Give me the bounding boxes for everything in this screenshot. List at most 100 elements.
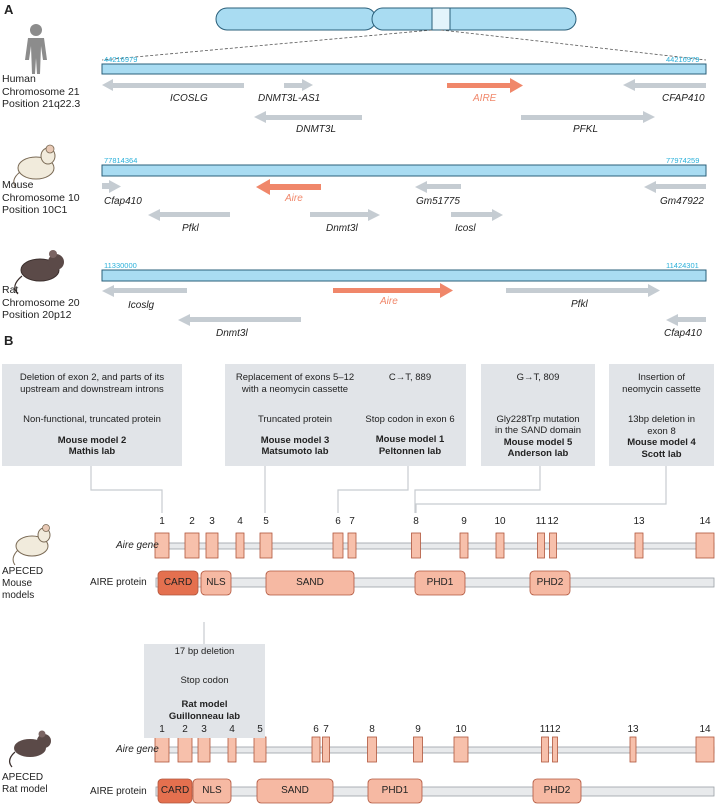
mouse-section-label: APECED Mouse models [2, 566, 43, 602]
mouse-icon-b [12, 524, 51, 566]
gene-label-aire-mouse: Aire [285, 193, 303, 204]
rat-section-line-2: Rat model [2, 784, 48, 795]
chromosome-ideogram [215, 7, 577, 31]
model-3-result: Truncated protein [257, 414, 333, 425]
rat-section-label: APECED Rat model [2, 772, 48, 796]
gene-arrow-pfkl-rat [506, 284, 660, 297]
human-coord-start: 44216979 [104, 55, 138, 64]
gene-arrow-icosl [451, 209, 503, 221]
gene-arrow-aire-human [447, 78, 523, 93]
rat-exon-number-2: 2 [182, 724, 188, 735]
rat-domain-label-sand: SAND [281, 785, 309, 796]
gene-label-pfkl-mouse: Pfkl [182, 223, 199, 234]
panel-b-letter: B [4, 333, 14, 348]
rat-exon-13 [629, 736, 637, 763]
mouse-domain-label-phd1: PHD1 [426, 577, 454, 588]
cfap410-m [102, 180, 121, 193]
rat-exon-number-12: 12 [549, 724, 561, 735]
model-box-mouse-3: Replacement of exons 5–12 with a neomyci… [225, 364, 365, 466]
human-species-label: Human Chromosome 21 Position 21q22.3 [2, 73, 80, 111]
rat-domain-label-nls: NLS [202, 785, 222, 796]
mouse-gene-label: Aire gene [116, 540, 159, 551]
rat-domain-label-card: CARD [160, 785, 190, 796]
rat-species-label: Rat Chromosome 20 Position 20p12 [2, 284, 80, 322]
mouse-domain-label-card: CARD [163, 577, 193, 588]
rat-exon-3 [197, 736, 211, 763]
rat-exon-number-8: 8 [369, 724, 375, 735]
mouse-exon-number-1: 1 [159, 516, 165, 527]
gene-arrow-gm51775 [415, 181, 461, 193]
model-2-line-2: upstream and downstream introns [20, 383, 164, 395]
mouse-exon-number-12: 12 [547, 516, 559, 527]
mouse-section-line-2: Mouse [2, 578, 33, 589]
gene-label-pfkl-rat: Pfkl [571, 299, 588, 310]
rat-exon-number-6: 6 [313, 724, 319, 735]
model-4-lab: Scott lab [641, 448, 682, 460]
gene-label-cfap410-rat: Cfap410 [664, 328, 702, 339]
rat-exon-5 [253, 736, 267, 763]
model-2-lab: Mathis lab [68, 446, 116, 457]
mouse-exon-number-4: 4 [237, 516, 243, 527]
mouse-exon-13 [634, 532, 644, 559]
rat-section-line-1: APECED [2, 772, 44, 783]
rat-exon-number-11: 11 [539, 724, 551, 735]
mouse-domain-phd1 [414, 570, 466, 596]
mouse-chromosome-bar [101, 164, 707, 177]
model-2-line-1: Deletion of exon 2, and parts of its [19, 372, 165, 383]
rat-model-lab: Guillonneau lab [168, 710, 241, 722]
mouse-domain-nls [200, 570, 232, 596]
rat-exon-number-3: 3 [201, 724, 207, 735]
mouse-icon [13, 144, 56, 189]
mouse-section-line-1: APECED [2, 566, 44, 577]
rat-exon-4 [227, 736, 237, 763]
gene-label-cfap410-mouse: Cfap410 [104, 196, 142, 207]
rat-domain-label-phd2: PHD2 [543, 785, 571, 796]
mouse-exon-3 [205, 532, 219, 559]
rat-exon-number-13: 13 [627, 724, 639, 735]
human-chromosome-bar [101, 63, 707, 75]
rat-exon-10 [453, 736, 469, 763]
human-coord-end: 44216979 [666, 55, 700, 64]
rat-protein-track [155, 778, 715, 804]
rat-model-name: Rat model [181, 699, 228, 710]
gene-label-pfkl-human: PFKL [573, 124, 599, 135]
mouse-exon-number-8: 8 [413, 516, 419, 527]
mouse-exon-14 [695, 532, 715, 559]
mouse-exon-8 [411, 532, 421, 559]
rat-exon-9 [413, 736, 423, 763]
mouse-protein-track [155, 570, 715, 596]
mouse-domain-sand [265, 570, 355, 596]
gene-label-gm47922: Gm47922 [660, 196, 704, 207]
rat-exon-11 [541, 736, 549, 763]
rat-model-line: 17 bp deletion [174, 646, 235, 657]
model-1-lab: Peltonnen lab [378, 445, 442, 457]
model-2-result: Non-functional, truncated protein [23, 414, 161, 425]
gene-arrow-aire-mouse [256, 179, 321, 195]
gene-label-cfap410-human: CFAP410 [662, 93, 705, 104]
mouse-domain-card [157, 570, 199, 596]
model-3-lab: Matsumoto lab [261, 446, 329, 457]
gene-arrow-dnmt3l-rat [178, 314, 301, 326]
human-chromosome: Chromosome 21 [2, 85, 80, 98]
rat-gene-label: Aire gene [116, 744, 159, 755]
human-icon [25, 24, 47, 74]
model-box-rat: 17 bp deletion Stop codon Rat model Guil… [144, 644, 265, 738]
rat-exon-12 [552, 736, 558, 763]
gene-arrow-icoslg [102, 79, 244, 91]
rat-chromosome: Chromosome 20 [2, 296, 80, 309]
mouse-exon-number-11: 11 [535, 516, 547, 527]
gene-label-aire-rat: Aire [380, 296, 398, 307]
model-5-result-2: in the SAND domain [494, 425, 582, 436]
mouse-position: Position 10C1 [2, 204, 68, 216]
mouse-domain-label-phd2: PHD2 [536, 577, 564, 588]
mouse-domain-phd2 [529, 570, 571, 596]
mouse-exon-number-14: 14 [699, 516, 711, 527]
gene-arrow-cfap410-human [623, 79, 706, 91]
gene-arrow-pfkl-mouse [148, 209, 230, 221]
model-5-line-1: G→T, 809 [516, 372, 560, 383]
rat-exon-8 [367, 736, 377, 763]
model-2-name: Mouse model 2 [57, 434, 127, 446]
rat-domain-phd2 [532, 778, 582, 804]
rat-exon-number-5: 5 [257, 724, 263, 735]
